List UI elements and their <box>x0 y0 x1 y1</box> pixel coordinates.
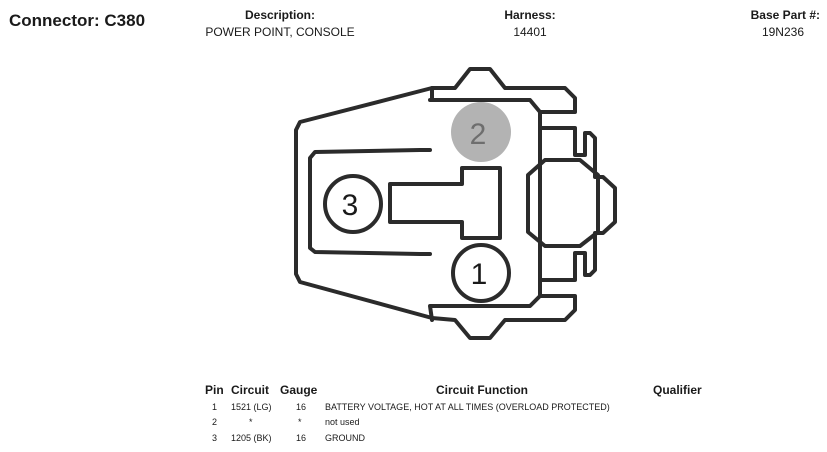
column-header-function: Circuit Function <box>436 383 528 397</box>
harness-label: Harness: <box>504 8 556 22</box>
table-row-2-pin: 2 <box>212 417 218 427</box>
column-header-pin: Pin <box>205 383 224 397</box>
column-header-gauge: Gauge <box>280 383 318 397</box>
pin-1-cavity <box>451 243 511 303</box>
pin-3-cavity <box>323 174 383 234</box>
pin-2-label: 2 <box>470 118 487 151</box>
base-part-label: Base Part #: <box>750 8 820 22</box>
keying-slot <box>388 166 502 240</box>
pin-2-cavity <box>451 102 511 162</box>
base-part-value: 19N236 <box>761 25 804 39</box>
pin-1-label: 1 <box>471 258 488 291</box>
harness-value: 14401 <box>513 25 547 39</box>
table-row-2-circuit: * <box>249 417 253 427</box>
table-row-3-circuit: 1205 (BK) <box>231 433 272 443</box>
latch-outline <box>526 158 600 248</box>
table-row-2-gauge: * <box>298 417 302 427</box>
table-row-3-pin: 3 <box>212 433 218 443</box>
table-row-1-function: BATTERY VOLTAGE, HOT AT ALL TIMES (OVERL… <box>325 402 610 412</box>
table-row-3-function: GROUND <box>325 433 365 443</box>
table-row-3-gauge: 16 <box>296 433 307 443</box>
column-header-qualifier: Qualifier <box>653 383 702 397</box>
column-header-circuit: Circuit <box>231 383 270 397</box>
connector-title: Connector: C380 <box>9 11 146 30</box>
description-value: POWER POINT, CONSOLE <box>205 25 355 39</box>
table-row-1-gauge: 16 <box>296 402 307 412</box>
pin-3-label: 3 <box>342 189 359 222</box>
inner-face-outline <box>308 86 542 322</box>
description-label: Description: <box>244 8 315 22</box>
table-row-2-function: not used <box>325 417 360 427</box>
table-row-1-circuit: 1521 (LG) <box>231 402 272 412</box>
table-row-1-pin: 1 <box>212 402 218 412</box>
